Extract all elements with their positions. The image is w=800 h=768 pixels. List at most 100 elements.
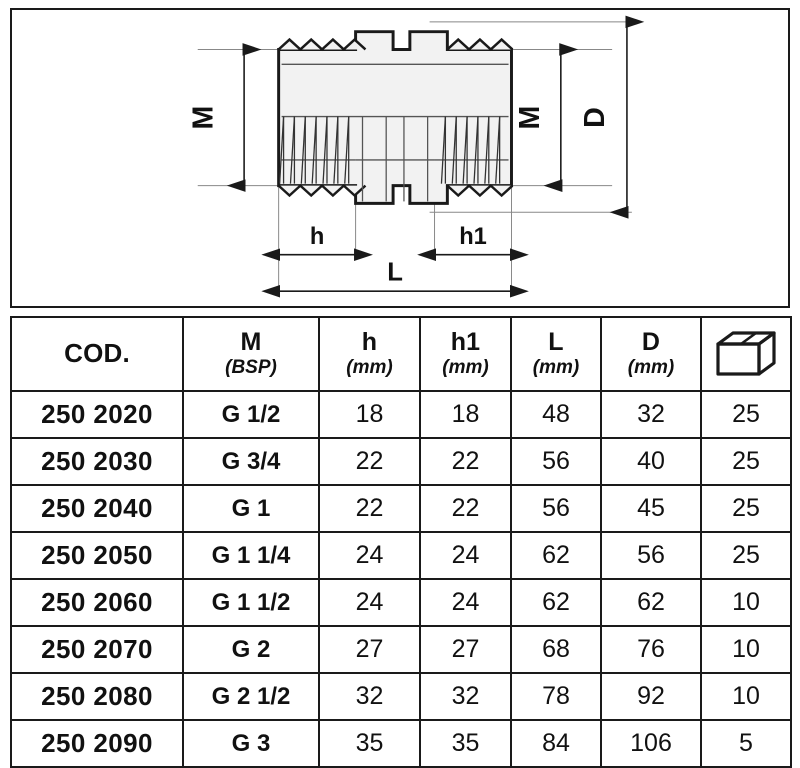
cell-h: 22 [318,484,421,533]
cell-h: 18 [318,390,421,439]
cell-l: 56 [510,437,602,486]
cell-l: 84 [510,719,602,768]
cell-m: G 3 [182,719,320,768]
cell-box: 25 [700,437,792,486]
cell-h1: 22 [419,484,512,533]
cell-l: 68 [510,625,602,674]
cell-l: 78 [510,672,602,721]
cell-d: 40 [600,437,702,486]
column-header-l: L (mm) [510,316,602,392]
cell-cod: 250 2080 [10,672,184,721]
technical-drawing-panel: M M D h h1 L [10,8,790,308]
cell-h: 35 [318,719,421,768]
column-header-h: h (mm) [318,316,421,392]
table-row[interactable]: 250 2050 G 1 1/4 24 24 62 56 25 [10,531,792,580]
cell-box: 25 [700,484,792,533]
carton-box-icon [702,318,790,390]
center-section-lines [361,116,429,202]
cell-m: G 1 1/2 [182,578,320,627]
cell-h1: 22 [419,437,512,486]
column-header-m-title: M [240,328,262,357]
thread-crest-bottom-left [277,183,367,198]
cell-h: 24 [318,578,421,627]
cell-m: G 1 [182,484,320,533]
cell-h: 24 [318,531,421,580]
table-row[interactable]: 250 2020 G 1/2 18 18 48 32 25 [10,390,792,439]
section-lines [281,63,509,161]
cell-h1: 32 [419,672,512,721]
cell-d: 62 [600,578,702,627]
table-header: COD. M (BSP) h (mm) h1 (mm) L (mm) [10,316,792,392]
cell-cod: 250 2090 [10,719,184,768]
column-header-m-unit: (BSP) [225,356,277,378]
dimension-label-m-right: M [514,106,546,130]
cell-cod: 250 2020 [10,390,184,439]
cell-l: 48 [510,390,602,439]
thread-crest-bottom-right [446,183,514,198]
column-header-l-unit: (mm) [532,356,580,378]
cell-m: G 1 1/4 [182,531,320,580]
cell-box: 5 [700,719,792,768]
cell-d: 56 [600,531,702,580]
cell-h: 22 [318,437,421,486]
column-header-packaging [700,316,792,392]
thread-crest-top-right [446,37,514,52]
column-header-d-title: D [641,328,661,357]
cell-m: G 2 1/2 [182,672,320,721]
column-header-cod-title: COD. [64,338,130,369]
column-header-h1: h1 (mm) [419,316,512,392]
cell-h1: 18 [419,390,512,439]
cell-d: 92 [600,672,702,721]
table-row[interactable]: 250 2060 G 1 1/2 24 24 62 62 10 [10,578,792,627]
thread-flanks-right [440,116,501,184]
cell-l: 62 [510,578,602,627]
cell-box: 10 [700,625,792,674]
cell-d: 76 [600,625,702,674]
table-row[interactable]: 250 2040 G 1 22 22 56 45 25 [10,484,792,533]
cell-m: G 1/2 [182,390,320,439]
cell-box: 10 [700,578,792,627]
cell-d: 106 [600,719,702,768]
cell-h1: 35 [419,719,512,768]
cell-m: G 2 [182,625,320,674]
column-header-d-unit: (mm) [627,356,675,378]
cell-h1: 24 [419,578,512,627]
cell-d: 45 [600,484,702,533]
cell-h: 27 [318,625,421,674]
table-header-row: COD. M (BSP) h (mm) h1 (mm) L (mm) [10,316,792,392]
column-header-cod: COD. [10,316,184,392]
cell-cod: 250 2030 [10,437,184,486]
column-header-h1-title: h1 [450,328,481,357]
cell-l: 62 [510,531,602,580]
table-row[interactable]: 250 2030 G 3/4 22 22 56 40 25 [10,437,792,486]
column-header-h-unit: (mm) [346,356,393,378]
nipple-outer-body [277,30,513,205]
thread-crest-top-left [277,37,367,52]
cell-h: 32 [318,672,421,721]
column-header-l-title: L [548,328,564,357]
cell-cod: 250 2050 [10,531,184,580]
column-header-h-title: h [361,328,378,357]
cell-box: 25 [700,390,792,439]
column-header-h1-unit: (mm) [442,356,489,378]
cell-cod: 250 2060 [10,578,184,627]
table-row[interactable]: 250 2090 G 3 35 35 84 106 5 [10,719,792,768]
cell-cod: 250 2040 [10,484,184,533]
dimension-label-l: L [387,258,403,286]
dimension-label-h1: h1 [459,224,487,250]
column-header-d: D (mm) [600,316,702,392]
thread-flanks-left [278,116,350,184]
extension-lines [197,21,632,292]
cell-d: 32 [600,390,702,439]
table-row[interactable]: 250 2080 G 2 1/2 32 32 78 92 10 [10,672,792,721]
table-row[interactable]: 250 2070 G 2 27 27 68 76 10 [10,625,792,674]
cell-h1: 27 [419,625,512,674]
cell-box: 25 [700,531,792,580]
dimension-label-h: h [310,224,324,250]
cell-m: G 3/4 [182,437,320,486]
cell-cod: 250 2070 [10,625,184,674]
specification-table: COD. M (BSP) h (mm) h1 (mm) L (mm) [10,316,792,768]
table-body: 250 2020 G 1/2 18 18 48 32 25 250 2030 G… [10,390,792,768]
dimension-label-m-left: M [188,106,220,130]
